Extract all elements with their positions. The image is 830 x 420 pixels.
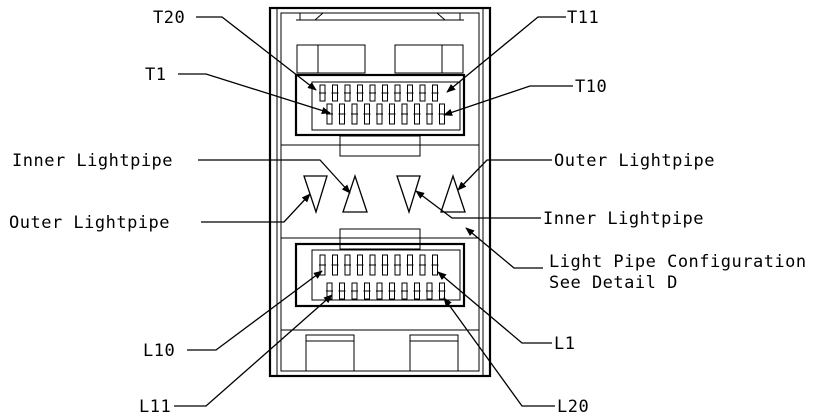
label-t10: T10 xyxy=(575,77,607,97)
label-outer-lightpipe-right: Outer Lightpipe xyxy=(554,151,715,171)
lower-port xyxy=(294,228,466,308)
callout-leaders xyxy=(174,16,573,407)
label-outer-lightpipe-left: Outer Lightpipe xyxy=(9,213,170,233)
leader-outer-lightpipe-left xyxy=(201,193,311,223)
label-t1: T1 xyxy=(145,65,166,85)
housing-outline xyxy=(268,6,492,378)
label-l20: L20 xyxy=(557,397,589,417)
label-inner-lightpipe-left: Inner Lightpipe xyxy=(12,151,173,171)
label-config-line1: Light Pipe Configuration xyxy=(549,252,807,272)
leader-outer-lightpipe-right xyxy=(457,159,552,191)
label-config-line2: See Detail D xyxy=(549,273,678,293)
callout-labels: T20 T11 T1 T10 Inner Lightpipe Outer Lig… xyxy=(9,8,807,417)
label-t20: T20 xyxy=(153,8,185,28)
lightpipe-band xyxy=(281,144,479,239)
leader-l10 xyxy=(187,270,323,351)
top-latch-windows xyxy=(296,44,464,74)
leader-config xyxy=(465,227,543,269)
label-l11: L11 xyxy=(139,397,171,417)
leader-inner-lightpipe-right xyxy=(415,190,541,219)
label-l1: L1 xyxy=(554,334,575,354)
leader-t1 xyxy=(178,73,331,115)
leader-t20 xyxy=(196,16,317,91)
leader-l11 xyxy=(174,294,333,407)
label-l10: L10 xyxy=(143,341,175,361)
leader-inner-lightpipe-left xyxy=(198,159,351,194)
leader-t11 xyxy=(446,16,566,93)
lightpipe-left-inner xyxy=(342,173,368,213)
bottom-feet xyxy=(281,329,479,372)
lightpipe-right-inner xyxy=(396,175,421,215)
lightpipe-left-outer xyxy=(303,175,328,215)
label-t11: T11 xyxy=(567,8,599,28)
leader-t10 xyxy=(443,85,573,116)
lower-contacts-bottom-row xyxy=(326,282,446,300)
upper-contacts-top-row xyxy=(319,84,439,102)
lower-contacts-top-row xyxy=(319,254,439,276)
upper-port xyxy=(294,73,466,157)
leader-l1 xyxy=(437,271,552,344)
leader-l20 xyxy=(443,297,555,407)
label-inner-lightpipe-right: Inner Lightpipe xyxy=(543,209,704,229)
lightpipe-right-outer xyxy=(440,173,466,213)
upper-contacts-bottom-row xyxy=(326,103,446,125)
